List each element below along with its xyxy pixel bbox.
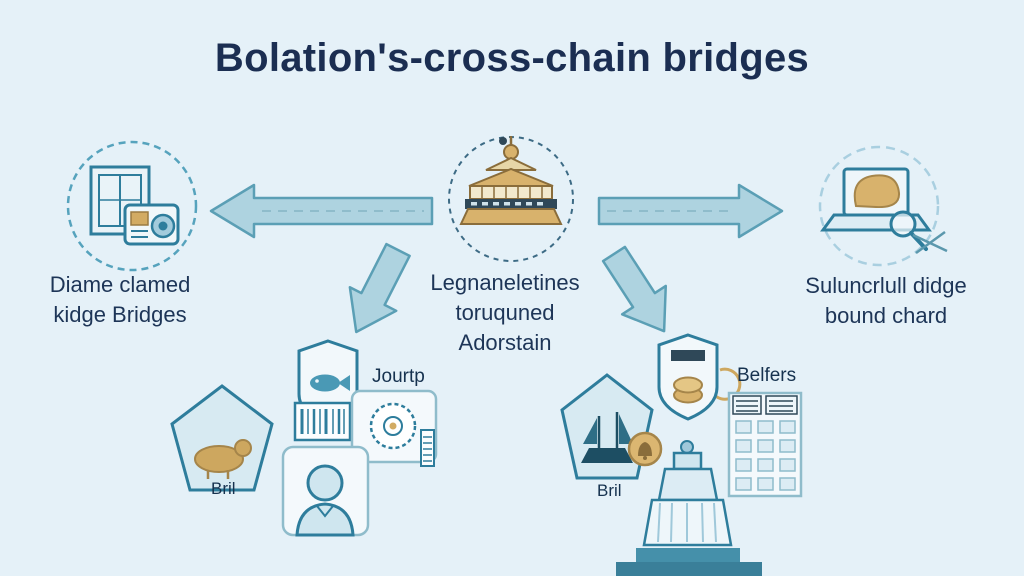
document-scanner-icon [66, 140, 198, 272]
center-node-label-line1: Legnaneletines [430, 270, 580, 295]
barcode-icon [293, 401, 352, 442]
left-cluster-side-label: Bril [211, 479, 236, 498]
right-node-label: Suluncrlull didge bound chard [805, 271, 966, 331]
left-node-label-line1: Diame clamed [49, 272, 191, 297]
funnel-tower-icon [616, 440, 762, 576]
right-node-label-line1: Suluncrlull didge [805, 273, 967, 298]
down-left-arrow [348, 242, 411, 334]
building-grid-icon [727, 391, 803, 498]
right-cluster-top-label: Belfers [737, 365, 797, 386]
coin-bell-icon [627, 431, 663, 467]
left-arrow [209, 183, 434, 239]
page-title: Bolation's-cross-chain bridges [214, 36, 810, 80]
down-right-arrow [601, 245, 668, 333]
center-node-label-line2: toruquned [455, 300, 555, 325]
right-cluster-side-label: Bril [597, 481, 622, 500]
shield-coins-icon [657, 333, 742, 421]
left-cluster [170, 339, 438, 537]
right-node-label-line2: bound chard [824, 303, 948, 328]
pentagon-animal-icon [170, 384, 274, 492]
center-node-label: Legnaneletines toruquned Adorstain [430, 268, 579, 358]
left-node-label-line2: kidge Bridges [53, 302, 187, 327]
gear-box-icon [350, 389, 438, 467]
left-cluster-top-label: Jourtp [372, 366, 425, 387]
center-node-label-line3: Adorstain [458, 330, 552, 355]
right-arrow [597, 183, 784, 239]
left-node-label: Diame clamed kidge Bridges [50, 270, 191, 330]
laptop-magnifier-icon [818, 145, 948, 267]
person-icon [281, 445, 370, 537]
right-cluster [560, 333, 803, 576]
bridge-pavilion-icon [448, 136, 574, 262]
